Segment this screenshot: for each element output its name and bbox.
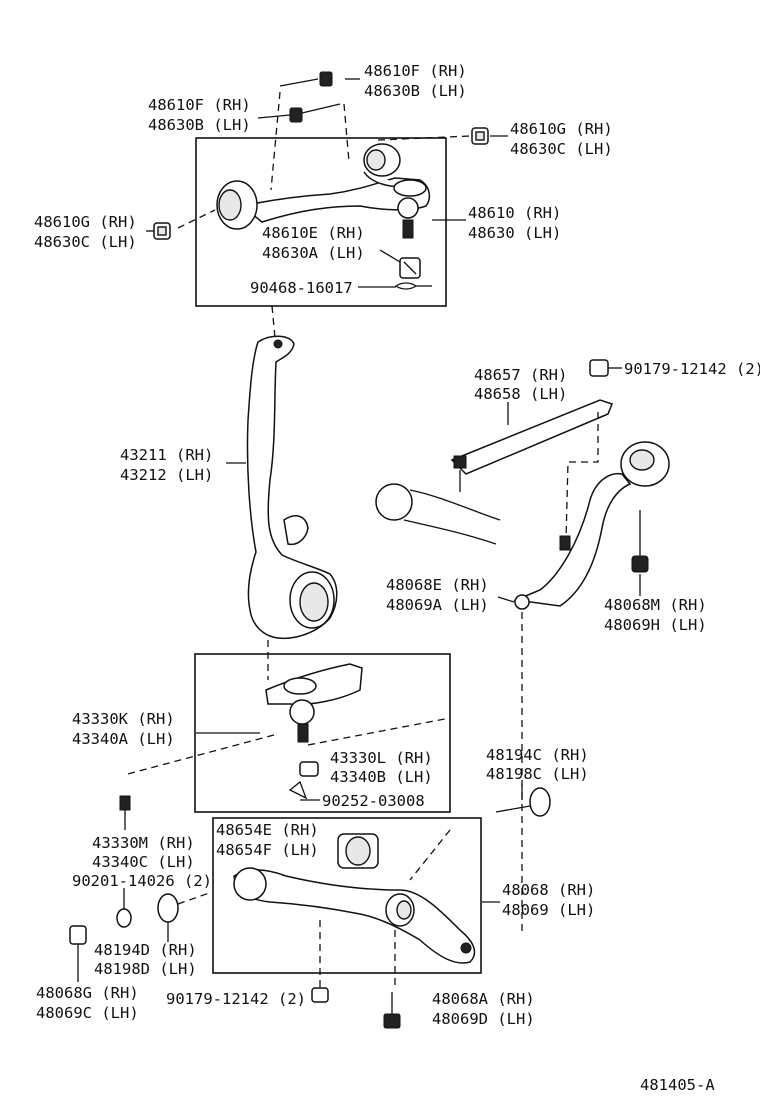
ball-joint [265, 663, 363, 743]
label-upper-arm-nut-1: 48610E (RH) [262, 224, 365, 242]
steering-knuckle [246, 335, 338, 640]
label-ball-joint-bolt-1: 43330M (RH) [92, 834, 195, 852]
ball-joint-bolt [119, 795, 131, 830]
strut-arm [497, 441, 670, 610]
lower-cam-bolt [495, 787, 551, 817]
label-lower-bushing-1: 48654E (RH) [216, 821, 319, 839]
label-upper-nut-right-2: 48630C (LH) [510, 140, 613, 158]
label-lower-bolt-bottom-2: 48069D (LH) [432, 1010, 535, 1028]
upper-nut-left [146, 222, 171, 240]
label-ball-joint-nut-1: 43330L (RH) [330, 749, 433, 767]
washer [116, 888, 132, 928]
label-strut-arm-2: 48069A (LH) [386, 596, 489, 614]
cam-plate [157, 891, 213, 942]
label-upper-bolt-top-2: 48630B (LH) [364, 82, 467, 100]
lower-bushing [337, 833, 379, 869]
label-strut-bar-1: 48657 (RH) [474, 366, 567, 384]
label-cam-plate-1: 48194D (RH) [94, 941, 197, 959]
label-lower-cam-bolt-1: 48194C (RH) [486, 746, 589, 764]
label-lower-cam-bolt-2: 48198C (LH) [486, 765, 589, 783]
label-ball-joint-nut-2: 43340B (LH) [330, 768, 433, 786]
label-knuckle-1: 43211 (RH) [120, 446, 213, 464]
label-upper-bolt-left-2: 48630B (LH) [148, 116, 251, 134]
ball-joint-group-box [194, 653, 451, 813]
label-strut-bar-nut: 90179-12142 (2) [624, 360, 760, 378]
label-ball-joint-cotter: 90252-03008 [322, 792, 425, 810]
diagram-id: 481405-A [640, 1076, 715, 1094]
upper-arm-group-box [195, 137, 447, 307]
label-lower-bushing-2: 48654F (LH) [216, 841, 319, 859]
lower-arm-group-box [212, 817, 482, 974]
label-upper-nut-left-1: 48610G (RH) [34, 213, 137, 231]
upper-bolt-top [279, 71, 360, 87]
strut-arm-bolt [631, 510, 649, 596]
upper-cotter-pin [358, 282, 432, 290]
label-lower-bolt-bottom-1: 48068A (RH) [432, 990, 535, 1008]
lower-arm [233, 867, 476, 964]
label-upper-bolt-top-1: 48610F (RH) [364, 62, 467, 80]
label-strut-arm-bolt-1: 48068M (RH) [604, 596, 707, 614]
label-strut-bar-2: 48658 (LH) [474, 385, 567, 403]
label-upper-arm-nut-2: 48630A (LH) [262, 244, 365, 262]
ball-joint-nut [299, 761, 319, 777]
label-upper-nut-left-2: 48630C (LH) [34, 233, 137, 251]
strut-bar-nut [589, 359, 622, 377]
label-ball-joint-bolt-2: 43340C (LH) [92, 853, 195, 871]
lower-nut-left [69, 925, 87, 982]
label-ball-joint-1: 43330K (RH) [72, 710, 175, 728]
label-lower-nut-left-1: 48068G (RH) [36, 984, 139, 1002]
label-lower-arm-1: 48068 (RH) [502, 881, 595, 899]
upper-nut-right [471, 127, 508, 145]
label-upper-arm-2: 48630 (LH) [468, 224, 561, 242]
upper-bolt-left [257, 103, 341, 123]
lower-nut-bottom [311, 987, 329, 1003]
label-upper-arm-1: 48610 (RH) [468, 204, 561, 222]
strut-rod-outline [375, 483, 501, 545]
label-lower-nut-left-2: 48069C (LH) [36, 1004, 139, 1022]
lower-bolt-bottom [383, 992, 401, 1029]
upper-arm [216, 143, 431, 239]
label-washer: 90201-14026 (2) [72, 872, 212, 890]
label-strut-arm-bolt-2: 48069H (LH) [604, 616, 707, 634]
label-strut-arm-1: 48068E (RH) [386, 576, 489, 594]
upper-castle-nut [379, 249, 421, 279]
label-knuckle-2: 43212 (LH) [120, 466, 213, 484]
strut-bar [450, 399, 613, 492]
ball-joint-cotter [288, 780, 320, 801]
label-cam-plate-2: 48198D (LH) [94, 960, 197, 978]
label-lower-arm-2: 48069 (LH) [502, 901, 595, 919]
label-upper-nut-right-1: 48610G (RH) [510, 120, 613, 138]
label-upper-bolt-left-1: 48610F (RH) [148, 96, 251, 114]
label-upper-cotter-pin: 90468-16017 [250, 279, 353, 297]
label-ball-joint-2: 43340A (LH) [72, 730, 175, 748]
label-lower-nut-bottom: 90179-12142 (2) [166, 990, 306, 1008]
